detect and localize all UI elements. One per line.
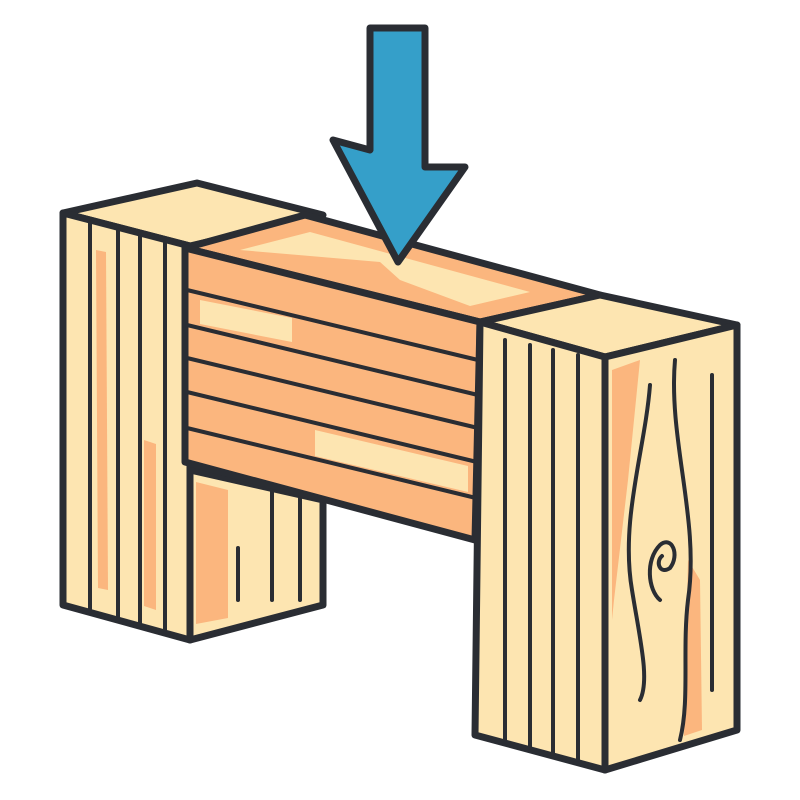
left-post-icon: [59, 179, 327, 644]
right-post-icon: [471, 291, 741, 774]
beam-icon: [181, 211, 604, 544]
down-arrow-icon: [329, 24, 469, 266]
